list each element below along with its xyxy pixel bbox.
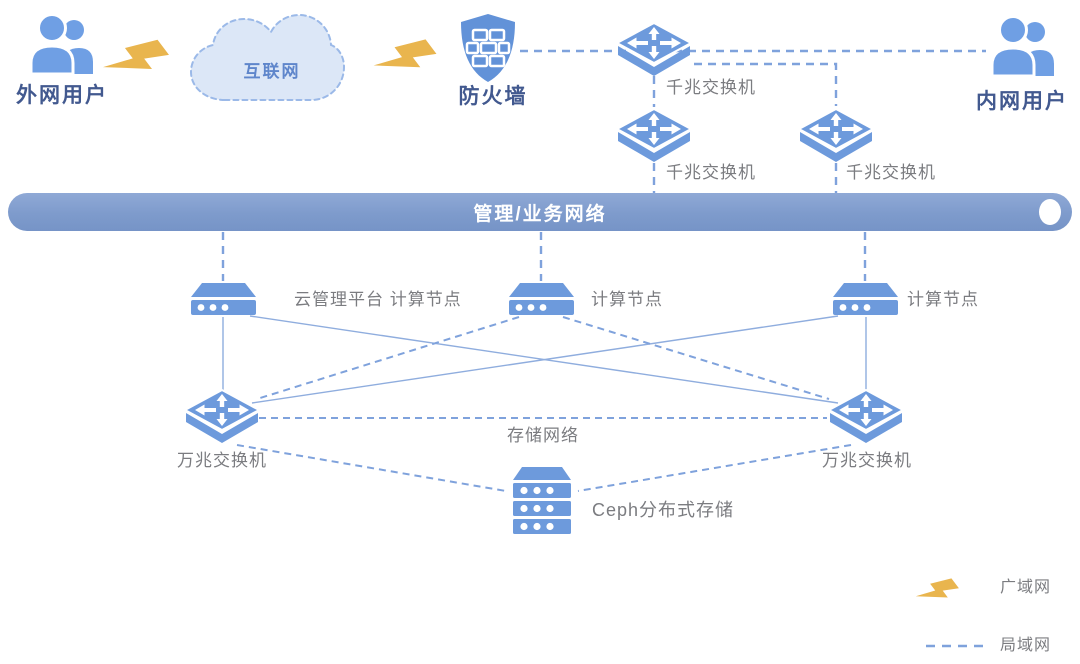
legend-lan-label: 局域网 [1000, 637, 1052, 654]
legend-wan-lightning-bolt-icon [906, 570, 970, 604]
gigabit-switch-top-label: 千兆交换机 [666, 78, 756, 97]
server-icon [508, 282, 575, 316]
link-node2-tengigleft [256, 316, 520, 400]
internet-label: 互联网 [243, 61, 301, 81]
gigabit-switch-left-label: 千兆交换机 [666, 163, 756, 182]
server-icon [190, 282, 257, 316]
link-switchtop-switchright [694, 62, 838, 106]
network-switch-icon [616, 22, 692, 78]
link-tengigright-ceph [577, 444, 852, 492]
link-node3-tengigleft [251, 315, 839, 404]
lightning-bolt-icon [95, 27, 179, 79]
ceph-storage-label: Ceph分布式存储 [592, 500, 735, 520]
gigabit-switch-right-label: 千兆交换机 [846, 163, 936, 182]
firewall-shield-icon [457, 13, 519, 83]
network-switch-icon [798, 108, 874, 164]
bar-end-cap [1039, 199, 1061, 225]
internal-users-icon [986, 14, 1056, 78]
management-network-bar-label: 管理/业务网络 [473, 203, 607, 225]
cloud-icon [189, 13, 346, 101]
compute-node-right-label: 计算节点 [907, 290, 979, 309]
network-switch-icon [616, 108, 692, 164]
internet-cloud: 互联网 [185, 12, 349, 108]
storage-stack-icon [509, 466, 575, 538]
network-switch-icon [184, 388, 260, 446]
server-icon [832, 282, 899, 316]
lightning-bolt-icon [366, 27, 446, 77]
tengig-switch-right-label: 万兆交换机 [822, 451, 912, 470]
cloud-mgmt-compute-node-label: 云管理平台 计算节点 [294, 290, 462, 309]
external-users-icon [25, 12, 95, 76]
network-switch-icon [828, 388, 904, 446]
link-node2-tengigright [562, 316, 830, 400]
compute-node-center-label: 计算节点 [591, 290, 663, 309]
management-network-bar: 管理/业务网络 [8, 193, 1072, 231]
legend-wan-label: 广域网 [1000, 579, 1052, 596]
internal-users-label: 内网用户 [976, 90, 1068, 113]
tengig-switch-left-label: 万兆交换机 [177, 451, 267, 470]
storage-network-label: 存储网络 [507, 426, 579, 445]
firewall-label: 防火墙 [458, 85, 528, 108]
external-users-label: 外网用户 [16, 84, 108, 107]
link-tengigleft-ceph [236, 444, 507, 492]
